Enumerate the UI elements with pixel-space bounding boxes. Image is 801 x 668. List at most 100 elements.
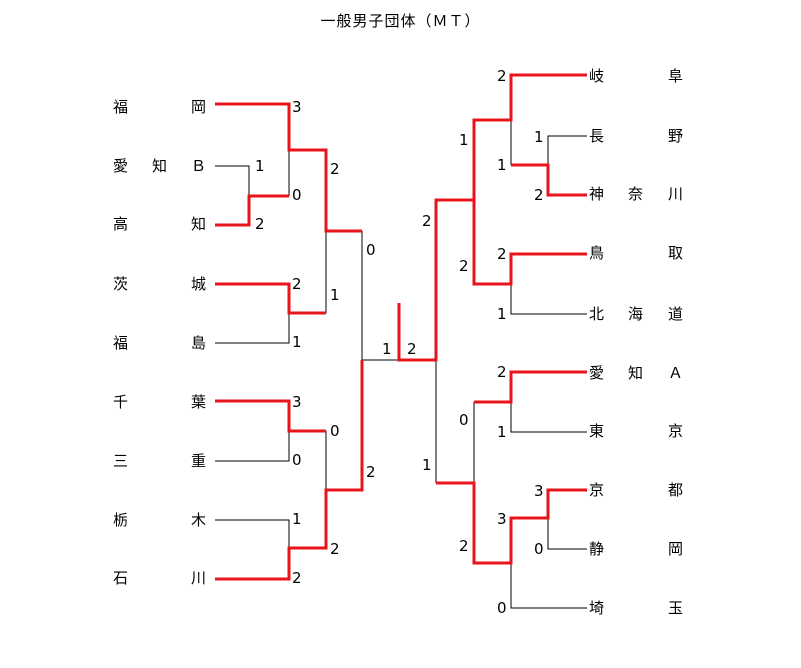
team-char: 知 bbox=[191, 215, 207, 233]
score: 1 bbox=[382, 340, 392, 358]
bracket-line-winner bbox=[215, 194, 289, 227]
team-char: Ａ bbox=[668, 364, 684, 382]
team-char: 岡 bbox=[191, 98, 207, 116]
team-right-hokkaido: 北 海 道 bbox=[580, 304, 780, 324]
score: 0 bbox=[497, 599, 507, 617]
bracket-line-loser bbox=[510, 402, 587, 433]
bracket-line-winner bbox=[215, 360, 364, 581]
team-left-ibaraki: 茨 城 bbox=[0, 274, 215, 294]
team-char: 木 bbox=[191, 511, 207, 529]
score: 2 bbox=[407, 340, 417, 358]
team-left-ishikawa: 石 川 bbox=[0, 568, 215, 588]
team-left-kochi: 高 知 bbox=[0, 214, 215, 234]
team-right-kanagawa: 神 奈 川 bbox=[580, 184, 780, 204]
bracket-line-loser bbox=[215, 165, 250, 196]
team-char: 海 bbox=[628, 305, 644, 323]
team-left-tochigi: 栃 木 bbox=[0, 510, 215, 530]
team-char: 岡 bbox=[668, 540, 684, 558]
score: 1 bbox=[497, 156, 507, 174]
team-char: 愛 bbox=[589, 364, 605, 382]
team-right-tottori: 鳥 取 bbox=[580, 243, 780, 263]
team-char: 北 bbox=[589, 305, 605, 323]
score: 0 bbox=[459, 411, 469, 429]
score: 2 bbox=[534, 186, 544, 204]
team-char: 城 bbox=[191, 275, 207, 293]
team-right-gifu: 岐 阜 bbox=[580, 66, 780, 86]
team-char: Ｂ bbox=[191, 157, 207, 175]
score: 2 bbox=[497, 67, 507, 85]
team-char: 玉 bbox=[668, 599, 684, 617]
team-char: 岐 bbox=[589, 67, 605, 85]
team-char: 三 bbox=[113, 452, 129, 470]
score: 2 bbox=[497, 245, 507, 263]
bracket-line-winner bbox=[215, 399, 326, 433]
score: 1 bbox=[459, 131, 469, 149]
team-char: 京 bbox=[668, 422, 684, 440]
team-char: 阜 bbox=[668, 67, 684, 85]
bracket-line-winner bbox=[215, 102, 362, 233]
team-left-fukuoka: 福 岡 bbox=[0, 97, 215, 117]
bracket-line-loser bbox=[215, 313, 290, 344]
score: 1 bbox=[497, 423, 507, 441]
team-char: 都 bbox=[668, 481, 684, 499]
team-char: 川 bbox=[191, 569, 207, 587]
score: 0 bbox=[292, 186, 302, 204]
team-char: 京 bbox=[589, 481, 605, 499]
team-char: 神 bbox=[589, 185, 605, 203]
score: 2 bbox=[422, 212, 432, 230]
team-char: 茨 bbox=[113, 275, 129, 293]
team-char: 取 bbox=[668, 244, 684, 262]
team-char: 愛 bbox=[113, 157, 129, 175]
score: 1 bbox=[330, 286, 340, 304]
team-char: 高 bbox=[113, 215, 129, 233]
score: 2 bbox=[366, 463, 376, 481]
score: 0 bbox=[366, 241, 376, 259]
score: 2 bbox=[497, 363, 507, 381]
bracket-line-loser bbox=[510, 563, 587, 609]
team-char: 知 bbox=[628, 364, 644, 382]
score: 0 bbox=[534, 540, 544, 558]
team-left-mie: 三 重 bbox=[0, 451, 215, 471]
team-right-aichi-a: 愛 知 Ａ bbox=[580, 363, 780, 383]
score: 2 bbox=[292, 569, 302, 587]
score: 2 bbox=[255, 215, 265, 233]
bracket-line-winner bbox=[436, 481, 587, 565]
team-char: 長 bbox=[589, 127, 605, 145]
bracket-line-winner bbox=[474, 370, 587, 404]
team-char: 知 bbox=[152, 157, 168, 175]
team-right-kyoto: 京 都 bbox=[580, 480, 780, 500]
score: 1 bbox=[534, 128, 544, 146]
team-char: 静 bbox=[589, 540, 605, 558]
score: 3 bbox=[292, 393, 302, 411]
score: 3 bbox=[292, 98, 302, 116]
score: 0 bbox=[330, 422, 340, 440]
team-left-fukushima: 福 島 bbox=[0, 333, 215, 353]
team-char: 島 bbox=[191, 334, 207, 352]
score: 2 bbox=[459, 257, 469, 275]
score: 1 bbox=[292, 510, 302, 528]
score: 2 bbox=[330, 160, 340, 178]
bracket-line-winner bbox=[215, 282, 326, 315]
bracket-line-loser bbox=[215, 431, 290, 462]
page-title: 一般男子団体（ＭＴ） bbox=[320, 12, 481, 30]
bracket-line-loser bbox=[547, 135, 587, 165]
bracket-line-winner bbox=[511, 163, 587, 197]
team-char: 石 bbox=[113, 569, 129, 587]
bracket-line-loser bbox=[215, 519, 290, 548]
team-char: 野 bbox=[668, 127, 684, 145]
team-left-aichi-b: 愛 知 Ｂ bbox=[0, 156, 215, 176]
team-char: 千 bbox=[113, 393, 129, 411]
score: 2 bbox=[292, 275, 302, 293]
team-char: 奈 bbox=[628, 185, 644, 203]
team-char: 福 bbox=[113, 334, 129, 352]
bracket-line-loser bbox=[510, 284, 587, 315]
score: 1 bbox=[422, 456, 432, 474]
team-right-saitama: 埼 玉 bbox=[580, 598, 780, 618]
bracket-line-winner bbox=[472, 200, 587, 286]
team-char: 重 bbox=[191, 452, 207, 470]
bracket-line-loser bbox=[547, 518, 587, 550]
score: 0 bbox=[292, 451, 302, 469]
team-right-shizuoka: 静 岡 bbox=[580, 539, 780, 559]
score: 1 bbox=[292, 333, 302, 351]
